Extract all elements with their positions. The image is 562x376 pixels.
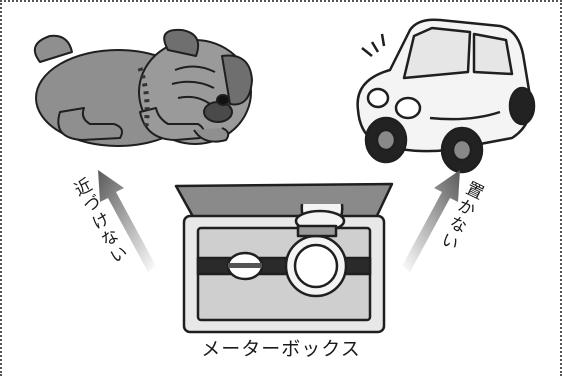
sleeping-dog-illustration <box>33 28 253 147</box>
meter-box-illustration <box>174 182 394 334</box>
caption-meter-box: メーターボックス <box>201 338 361 360</box>
arrow-right <box>402 170 460 272</box>
car-illustration <box>356 18 536 174</box>
arrow-left <box>98 170 156 272</box>
